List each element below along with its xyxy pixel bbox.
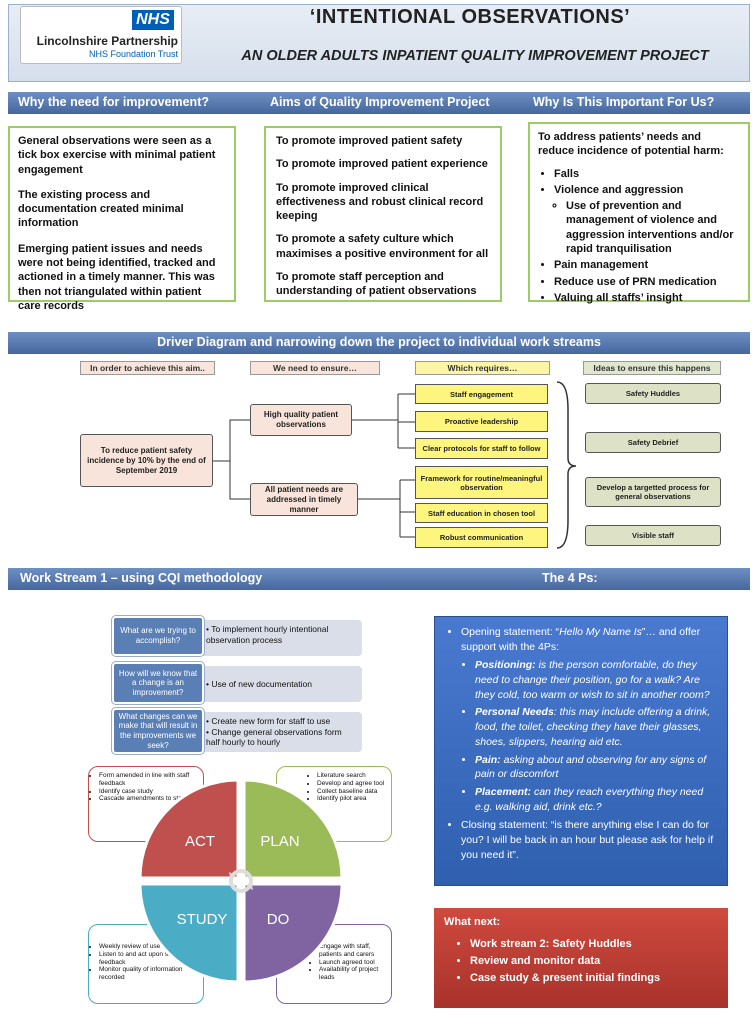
- trust-name: Lincolnshire Partnership: [36, 34, 178, 48]
- four-p-item: Personal Needs: this may include offerin…: [475, 705, 715, 749]
- important-list: Falls Violence and aggression: [554, 167, 740, 198]
- important-subitem: Use of prevention and management of viol…: [566, 199, 740, 256]
- cqi-question: What changes can we make that will resul…: [112, 708, 204, 754]
- four-p-item: Positioning: is the person comfortable, …: [475, 658, 715, 702]
- aim-item: To promote improved clinical effectivene…: [276, 181, 484, 223]
- important-intro: To address patients’ needs and reduce in…: [538, 131, 724, 158]
- important-item: Pain management: [554, 258, 740, 272]
- driver-primary: All patient needs are addressed in timel…: [250, 483, 358, 516]
- idea-box: Safety Huddles: [585, 383, 721, 404]
- what-next-item: Case study & present initial findings: [470, 972, 718, 984]
- heading-workstream: Work Stream 1 – using CQI methodology: [20, 571, 263, 585]
- trust-subname: NHS Foundation Trust: [88, 49, 178, 59]
- why-item: Emerging patient issues and needs were n…: [18, 242, 216, 312]
- act-note: Form amended in line with staff feedback: [99, 772, 198, 788]
- heading-aims: Aims of Quality Improvement Project: [270, 95, 490, 109]
- do-note: Launch agreed tool: [319, 959, 386, 967]
- heading-why-improvement: Why the need for improvement?: [18, 95, 209, 109]
- opening-quote: Hello My Name Is: [559, 626, 642, 638]
- requirement-box: Staff engagement: [415, 384, 548, 404]
- col-header-aim: In order to achieve this aim..: [80, 361, 215, 375]
- cqi-answer: • To implement hourly intentional observ…: [196, 620, 362, 656]
- requirement-box: Staff education in chosen tool: [415, 503, 548, 523]
- cqi-question: How will we know that a change is an imp…: [112, 662, 204, 704]
- study-label: STUDY: [176, 911, 228, 928]
- what-next-box: What next: Work stream 2: Safety Huddles…: [434, 908, 728, 1008]
- nhs-badge: NHS: [132, 10, 174, 30]
- cqi-answer-text: Change general observations form half ho…: [206, 726, 342, 748]
- study-note: Listen to and act upon staff feedback: [99, 951, 198, 967]
- heading-4ps: The 4 Ps:: [542, 571, 598, 585]
- section-bar-driver: [8, 332, 750, 354]
- cqi-answer-text: To implement hourly intentional observat…: [206, 624, 329, 645]
- aim-item: To promote improved patient experience: [276, 158, 488, 171]
- col-header-requires: Which requires…: [415, 361, 550, 375]
- cqi-answer: • Create new form for staff to use • Cha…: [196, 712, 362, 752]
- poster-subtitle: AN OLDER ADULTS INPATIENT QUALITY IMPROV…: [241, 48, 709, 64]
- heading-why-important: Why Is This Important For Us?: [533, 95, 715, 109]
- poster-title: ‘INTENTIONAL OBSERVATIONS’: [309, 6, 631, 28]
- why-item: General observations were seen as a tick…: [18, 135, 216, 176]
- cqi-answer-text: Use of new documentation: [211, 678, 312, 689]
- important-item: Falls: [554, 167, 740, 181]
- pdsa-cycle: [138, 778, 344, 984]
- plan-note: Literature search: [317, 772, 386, 780]
- aim-item: To promote staff perception and understa…: [276, 271, 477, 298]
- col-header-ideas: Ideas to ensure this happens: [583, 361, 721, 375]
- cqi-question: What are we trying to accomplish?: [112, 616, 204, 656]
- do-note: Availability of project leads: [319, 966, 386, 982]
- do-note: Engage with staff, patients and carers: [319, 943, 386, 959]
- important-list-2: Pain management Reduce use of PRN medica…: [554, 258, 740, 305]
- important-item: Reduce use of PRN medication: [554, 275, 740, 289]
- cqi-answer-text: Create new form for staff to use: [211, 716, 331, 726]
- requirement-box: Proactive leadership: [415, 411, 548, 432]
- section-bar-1: [8, 92, 750, 114]
- four-ps-box: Opening statement: “Hello My Name Is”… a…: [434, 616, 728, 886]
- do-label: DO: [266, 911, 290, 928]
- idea-box: Visible staff: [585, 525, 721, 546]
- act-quadrant: [138, 778, 240, 880]
- act-label: ACT: [185, 833, 215, 850]
- what-next-heading: What next:: [444, 916, 501, 928]
- plan-note: Collect baseline data: [317, 788, 386, 796]
- important-item: Valuing all staffs’ insight: [554, 291, 740, 305]
- aim-item: To promote a safety culture which maximi…: [276, 233, 489, 260]
- idea-box: Develop a targetted process for general …: [585, 477, 721, 507]
- plan-quadrant: [242, 778, 344, 880]
- heading-driver-diagram: Driver Diagram and narrowing down the pr…: [157, 335, 601, 349]
- do-quadrant: [242, 882, 344, 984]
- requirement-box: Robust communication: [415, 527, 548, 548]
- opening-statement: Opening statement: “Hello My Name Is”… a…: [461, 625, 715, 814]
- plan-label: PLAN: [260, 833, 300, 850]
- study-note: Weekly review of use with staff: [99, 943, 198, 951]
- col-header-ensure: We need to ensure…: [250, 361, 380, 375]
- four-p-item: Pain: asking about and observing for any…: [475, 753, 715, 782]
- why-item: The existing process and documentation c…: [18, 188, 184, 230]
- four-p-item: Placement: can they reach everything the…: [475, 785, 715, 814]
- aim-item: To promote improved patient safety: [276, 135, 463, 147]
- act-note: Identify case study: [99, 788, 198, 796]
- driver-connectors: [213, 381, 577, 549]
- important-item: Violence and aggression: [554, 183, 740, 197]
- act-note: Cascade amendments to staff: [99, 795, 198, 803]
- plan-note: Develop and agree tool: [317, 780, 386, 788]
- closing-statement: Closing statement: “is there anything el…: [461, 818, 715, 862]
- cycle-arrow-icon: [229, 869, 253, 893]
- aims-box: To promote improved patient safety To pr…: [264, 126, 502, 302]
- driver-aim: To reduce patient safety incidence by 10…: [80, 434, 213, 487]
- requirement-box: Clear protocols for staff to follow: [415, 438, 548, 459]
- idea-box: Safety Debrief: [585, 432, 721, 453]
- plan-note: Identify pilot area: [317, 795, 386, 803]
- study-note: Monitor quality of information recorded: [99, 966, 198, 982]
- why-important-box: To address patients’ needs and reduce in…: [528, 122, 750, 305]
- section-bar-workstream: [8, 568, 750, 590]
- requirement-box: Framework for routine/meaningful observa…: [415, 466, 548, 499]
- why-improvement-box: General observations were seen as a tick…: [8, 126, 236, 312]
- important-sublist: Use of prevention and management of viol…: [566, 199, 740, 256]
- what-next-item: Review and monitor data: [470, 955, 718, 967]
- study-quadrant: [138, 882, 240, 984]
- driver-primary: High quality patient observations: [250, 404, 352, 436]
- cqi-answer: • Use of new documentation: [196, 666, 362, 702]
- what-next-item: Work stream 2: Safety Huddles: [470, 938, 718, 950]
